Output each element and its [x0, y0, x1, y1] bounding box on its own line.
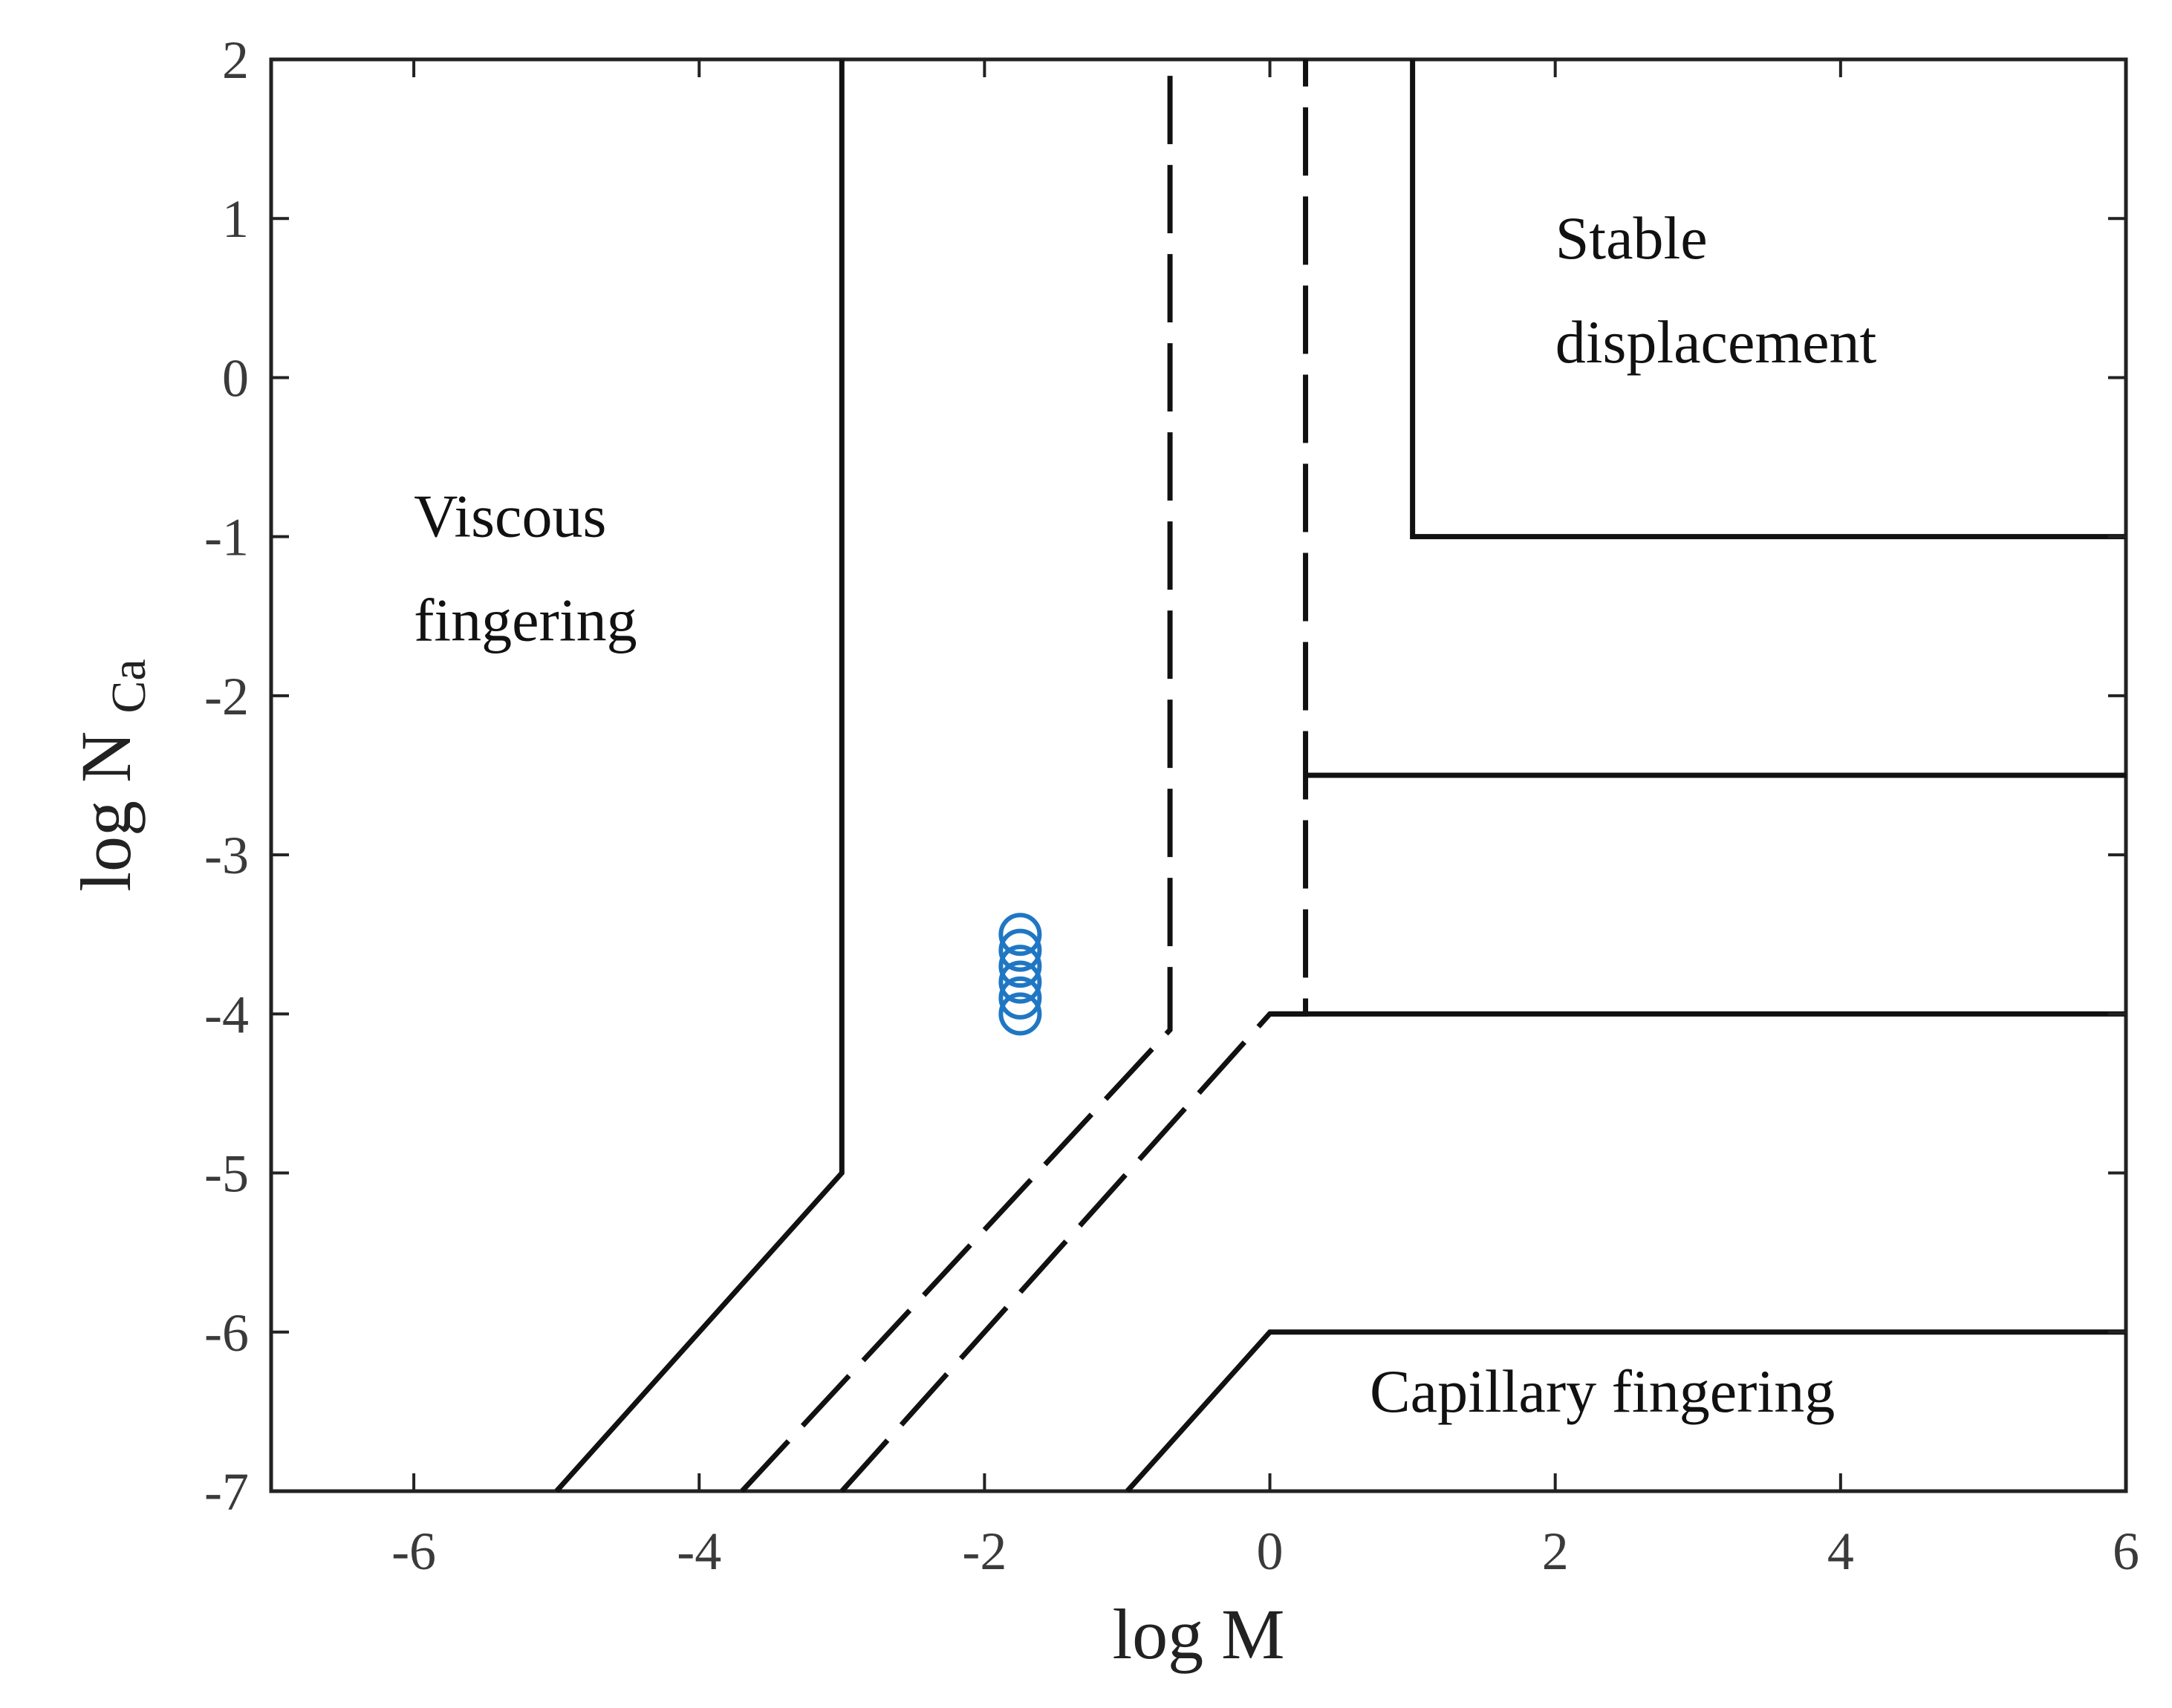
boundary-viscous-crossover: [740, 59, 1173, 1493]
x-tick-label: -2: [962, 1522, 1007, 1581]
boundary-capillary-crossover: [839, 59, 1309, 1493]
region-label-viscous: Viscous fingering: [414, 483, 637, 654]
data-point: [998, 960, 1042, 1004]
x-axis-title: log M: [1112, 1594, 1284, 1674]
y-tick-label: -4: [204, 985, 249, 1044]
region-label-stable: Stable displacement: [1555, 204, 1877, 376]
scatter-markers: [998, 913, 1042, 1036]
boundary-stable-boundary: [1410, 59, 2126, 540]
y-tick-label: 0: [222, 348, 249, 408]
x-tick-label: 6: [2113, 1522, 2139, 1581]
region-label-line: Stable: [1555, 204, 1708, 272]
y-tick-label: 1: [222, 189, 249, 249]
x-tick-label: -4: [677, 1522, 721, 1581]
y-tick-label: -1: [204, 508, 249, 567]
region-labels: Viscous fingering Stable displacementCapill…: [414, 204, 1876, 1425]
region-label-line: Viscous: [414, 483, 606, 550]
y-tick-label: -2: [204, 667, 249, 726]
axis-ticks: -6 -4 -2 0 2 4 6 2 1 0 -1 -2 -3 -4 -5 -6 -7: [204, 30, 2139, 1581]
y-tick-label: 2: [222, 30, 249, 90]
data-point: [998, 913, 1042, 956]
region-label-line: fingering: [414, 587, 637, 654]
x-tick-label: 2: [1542, 1522, 1569, 1581]
y-tick-label: -3: [204, 826, 249, 885]
x-tick-label: 0: [1257, 1522, 1284, 1581]
region-label-line: displacement: [1555, 308, 1877, 376]
y-tick-label: -5: [204, 1144, 249, 1204]
y-axis-title: log N Ca: [66, 659, 156, 891]
region-label-capillary: Capillary fingering: [1370, 1357, 1835, 1425]
x-tick-label: 4: [1827, 1522, 1854, 1581]
y-axis-title-main: log N: [66, 731, 146, 892]
boundary-viscous-boundary: [554, 59, 845, 1493]
y-axis-title-subscript: Ca: [102, 659, 156, 713]
data-point: [998, 928, 1042, 972]
y-tick-label: -6: [204, 1303, 249, 1363]
x-tick-label: -6: [391, 1522, 436, 1581]
region-label-line: Capillary fingering: [1370, 1357, 1835, 1425]
data-point: [998, 945, 1042, 988]
data-point: [998, 976, 1042, 1020]
boundary-capillary-boundary: [1125, 1329, 2126, 1493]
boundary-lines: [554, 59, 2126, 1493]
y-tick-label: -7: [204, 1462, 249, 1522]
data-point: [998, 992, 1042, 1036]
